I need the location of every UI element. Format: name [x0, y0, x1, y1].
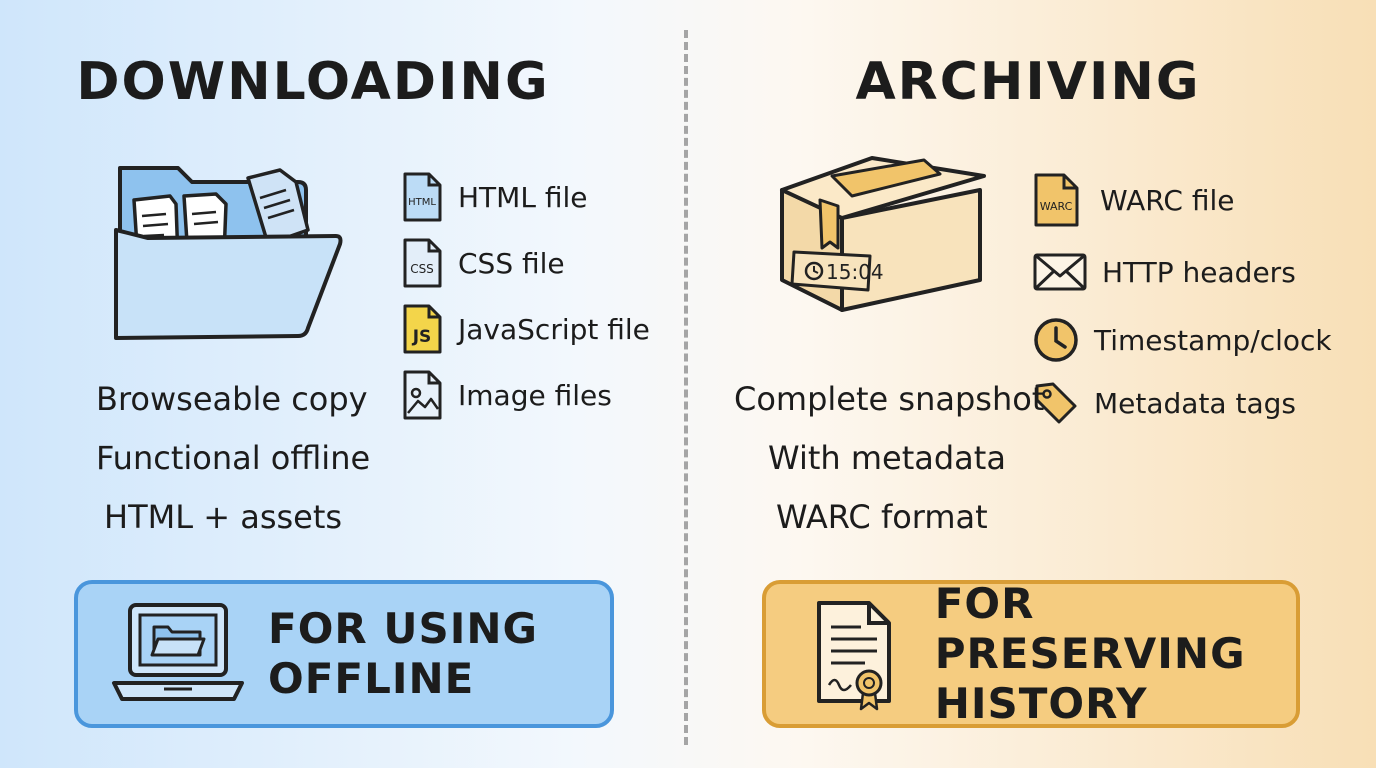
envelope-icon [1032, 246, 1088, 298]
item-label: Metadata tags [1094, 386, 1296, 420]
using-offline-callout: FOR USING OFFLINE [74, 580, 614, 728]
image-file-icon [398, 369, 446, 421]
file-item-html: HTML HTML file [398, 164, 650, 230]
css-file-icon: CSS [398, 237, 446, 289]
svg-text:HTML: HTML [408, 197, 436, 208]
file-item-image: Image files [398, 362, 650, 428]
archive-item-list: WARC WARC file HTTP headers Timestamp/ [1032, 164, 1332, 434]
callout-text: FOR USING OFFLINE [268, 604, 538, 704]
archiving-description: Complete snapshot With metadata WARC for… [734, 370, 1044, 547]
description-line: WARC format [776, 498, 988, 536]
svg-text:15:04: 15:04 [826, 260, 884, 284]
laptop-folder-icon [108, 594, 248, 714]
callout-line: HISTORY [934, 679, 1148, 728]
file-label: CSS file [458, 246, 565, 280]
description-line: HTML + assets [104, 498, 343, 536]
archiving-heading: ARCHIVING [855, 52, 1201, 112]
downloading-panel: DOWNLOADING HTML [0, 0, 686, 768]
archive-item-headers: HTTP headers [1032, 236, 1332, 308]
warc-file-icon: WARC [1032, 173, 1080, 227]
preserving-history-callout: FOR PRESERVING HISTORY [762, 579, 1300, 729]
html-file-icon: HTML [398, 171, 446, 223]
panel-divider [684, 30, 688, 745]
archive-item-timestamp: Timestamp/clock [1032, 308, 1332, 372]
svg-text:JS: JS [412, 327, 432, 347]
file-label: HTML file [458, 180, 588, 214]
description-line: With metadata [768, 439, 1006, 477]
folder-with-files-icon [108, 160, 348, 349]
callout-line: FOR USING [268, 604, 538, 653]
js-file-icon: JS [398, 303, 446, 355]
item-label: Timestamp/clock [1094, 323, 1332, 357]
downloaded-file-list: HTML HTML file CSS CSS file JS [398, 164, 650, 428]
item-label: WARC file [1100, 183, 1235, 217]
certificate-icon [796, 594, 915, 714]
description-line: Complete snapshot [734, 380, 1045, 418]
svg-text:WARC: WARC [1040, 200, 1073, 213]
item-label: HTTP headers [1102, 255, 1296, 289]
archive-item-warc: WARC WARC file [1032, 164, 1332, 236]
description-line: Functional offline [96, 439, 371, 477]
callout-text: FOR PRESERVING HISTORY [935, 579, 1296, 729]
tag-icon [1032, 377, 1080, 429]
file-item-css: CSS CSS file [398, 230, 650, 296]
archive-box-icon: 15:04 [772, 150, 992, 324]
file-label: JavaScript file [458, 312, 650, 346]
archive-item-tags: Metadata tags [1032, 372, 1332, 434]
downloading-heading: DOWNLOADING [76, 52, 550, 112]
file-label: Image files [458, 378, 612, 412]
downloading-description: Browseable copy Functional offline HTML … [96, 370, 370, 547]
callout-line: FOR PRESERVING [934, 579, 1246, 678]
description-line: Browseable copy [96, 380, 368, 418]
clock-icon [1032, 314, 1080, 366]
file-item-js: JS JavaScript file [398, 296, 650, 362]
svg-text:CSS: CSS [410, 262, 434, 276]
archiving-panel: ARCHIVING 15:04 WARC WARC file [690, 0, 1376, 768]
callout-line: OFFLINE [268, 654, 475, 703]
